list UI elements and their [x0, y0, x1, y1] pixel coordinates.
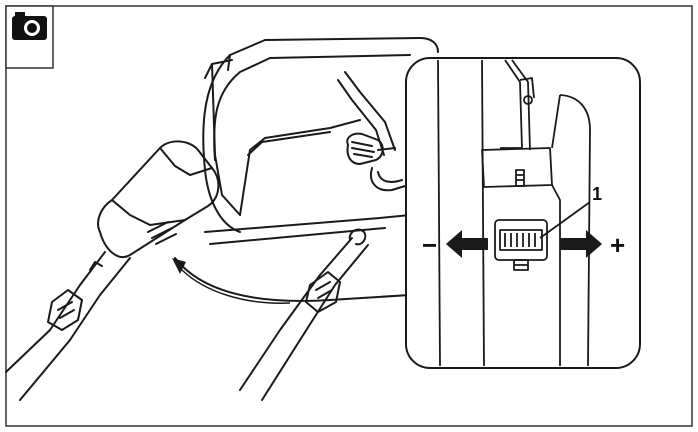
camera-icon-box — [5, 5, 54, 69]
plus-symbol: + — [610, 230, 625, 260]
mower-handle-drawing — [5, 37, 439, 401]
rotation-arrow — [172, 258, 291, 304]
minus-symbol: − — [422, 230, 437, 260]
increase-arrow — [560, 230, 602, 258]
decrease-arrow — [446, 230, 488, 258]
camera-icon — [12, 12, 47, 40]
callout-number: 1 — [592, 184, 602, 204]
inset-detail: − + 1 — [405, 57, 641, 369]
inset-frame — [405, 57, 641, 369]
figure-frame — [5, 5, 693, 427]
